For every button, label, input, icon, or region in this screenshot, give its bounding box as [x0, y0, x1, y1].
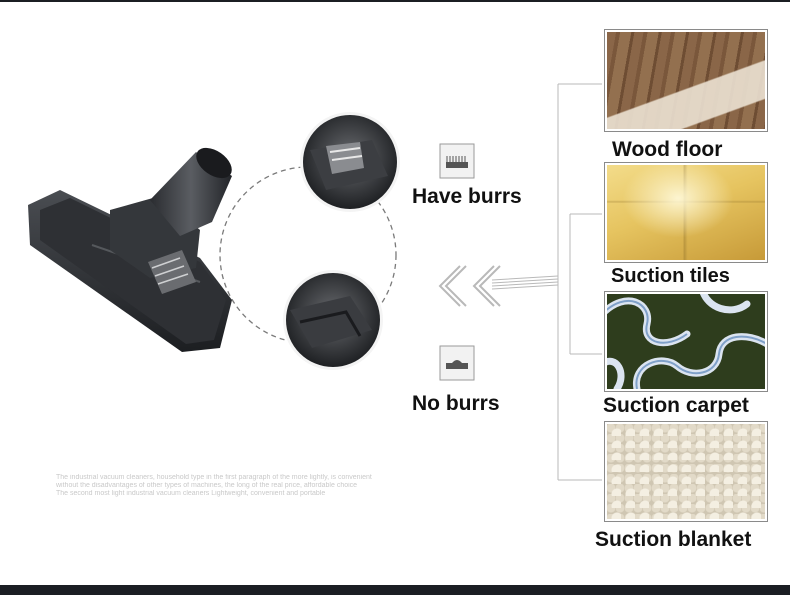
blanket-photo [604, 421, 768, 522]
carpet-pattern [607, 294, 765, 389]
fine-print-line: without the disadvantages of other types… [56, 482, 358, 489]
zoom-have-burrs [300, 112, 400, 212]
wood-floor-photo [604, 29, 768, 132]
suction-carpet-label: Suction carpet [603, 394, 749, 417]
suction-blanket-label: Suction blanket [595, 528, 752, 551]
fine-print-line: The industrial vacuum cleaners, househol… [56, 474, 372, 481]
double-chevron-left-icon [438, 265, 501, 307]
tiles-photo [604, 162, 768, 263]
suction-tiles-label: Suction tiles [611, 265, 730, 287]
fine-print-line: The second most light industrial vacuum … [56, 490, 326, 497]
floor-nozzle-image [28, 147, 232, 352]
wood-floor-label: Wood floor [612, 138, 723, 161]
no-burrs-label: No burrs [412, 392, 500, 415]
smooth-strip-icon [439, 345, 475, 381]
carpet-photo [604, 291, 768, 392]
top-frame [0, 0, 790, 2]
zoom-no-burrs [283, 270, 383, 370]
fine-print: The industrial vacuum cleaners, househol… [56, 474, 401, 498]
have-burrs-label: Have burrs [412, 185, 522, 208]
brush-strip-icon [439, 143, 475, 179]
bottom-frame [0, 585, 790, 595]
connector-lines [491, 83, 602, 481]
